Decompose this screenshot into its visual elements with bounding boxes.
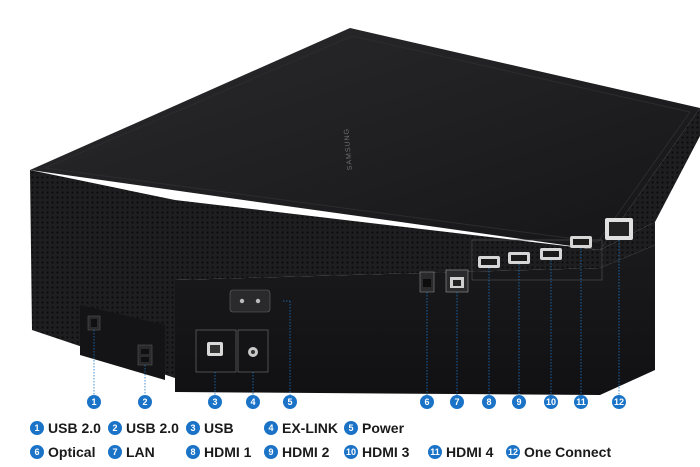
legend-item-hdmi-1: 8 HDMI 1	[186, 442, 251, 462]
legend-item-ex-link: 4 EX-LINK	[264, 418, 338, 438]
legend-item-power: 5 Power	[344, 418, 404, 438]
legend-item-hdmi-4: 11 HDMI 4	[428, 442, 493, 462]
svg-text:8: 8	[486, 397, 491, 407]
legend-number: 9	[264, 445, 278, 459]
device-top	[30, 28, 700, 250]
port-legend: 1 USB 2.0 2 USB 2.0 3 USB 4 EX-LINK 5 Po…	[0, 418, 700, 464]
legend-number: 8	[186, 445, 200, 459]
legend-number: 10	[344, 445, 358, 459]
svg-text:5: 5	[287, 397, 292, 407]
device-port-panel	[175, 245, 655, 395]
legend-number: 1	[30, 421, 44, 435]
legend-number: 3	[186, 421, 200, 435]
legend-label: EX-LINK	[282, 420, 338, 436]
svg-text:3: 3	[212, 397, 217, 407]
legend-label: HDMI 3	[362, 444, 410, 460]
svg-text:11: 11	[576, 397, 586, 407]
legend-number: 6	[30, 445, 44, 459]
svg-text:4: 4	[250, 397, 255, 407]
svg-text:1: 1	[91, 397, 96, 407]
brand-logo: SAMSUNG	[343, 128, 354, 171]
svg-text:6: 6	[424, 397, 429, 407]
legend-number: 12	[506, 445, 520, 459]
callout-markers: 1 2 3 4 5 6 7 8 9 10 11 12	[87, 395, 626, 409]
svg-text:2: 2	[142, 397, 147, 407]
power-port-5	[229, 289, 271, 313]
legend-label: HDMI 4	[446, 444, 494, 460]
legend-label: One Connect	[524, 444, 612, 460]
device-front-grill	[175, 200, 655, 280]
legend-label: Power	[362, 420, 405, 436]
legend-label: HDMI 2	[282, 444, 330, 460]
legend-label: USB 2.0	[126, 420, 179, 436]
legend-item-hdmi-3: 10 HDMI 3	[344, 442, 409, 462]
legend-item-usb-3: 3 USB	[186, 418, 234, 438]
legend-number: 5	[344, 421, 358, 435]
legend-item-usb-1: 1 USB 2.0	[30, 418, 101, 438]
legend-item-hdmi-2: 9 HDMI 2	[264, 442, 329, 462]
legend-number: 11	[428, 445, 442, 459]
callout-lines	[93, 240, 620, 395]
legend-label: LAN	[126, 444, 155, 460]
legend-number: 2	[108, 421, 122, 435]
legend-item-optical: 6 Optical	[30, 442, 95, 462]
svg-text:9: 9	[516, 397, 521, 407]
legend-number: 7	[108, 445, 122, 459]
legend-label: USB 2.0	[48, 420, 101, 436]
svg-text:7: 7	[454, 397, 459, 407]
legend-item-lan: 7 LAN	[108, 442, 155, 462]
svg-text:10: 10	[546, 397, 556, 407]
legend-label: USB	[204, 420, 234, 436]
legend-label: HDMI 1	[204, 444, 252, 460]
svg-text:12: 12	[614, 397, 624, 407]
legend-item-one-connect: 12 One Connect	[506, 442, 611, 462]
legend-label: Optical	[48, 444, 96, 460]
legend-item-usb-2: 2 USB 2.0	[108, 418, 179, 438]
legend-number: 4	[264, 421, 278, 435]
